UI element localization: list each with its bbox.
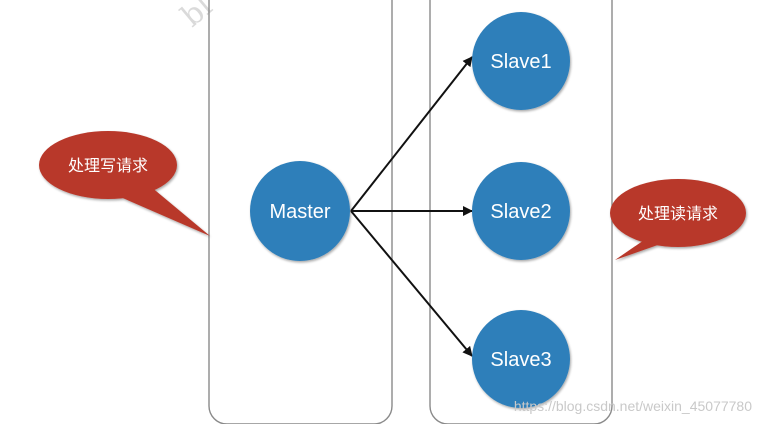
master-group-box <box>208 0 393 424</box>
arrow-master-to-slave1 <box>350 56 473 212</box>
slave3-node-label: Slave3 <box>490 349 551 371</box>
arrow-master-to-slave3 <box>350 210 473 357</box>
slave1-node <box>472 12 570 110</box>
watermark-url: https://blog.csdn.net/weixin_45077780 <box>514 398 752 414</box>
slave3-node <box>472 310 570 408</box>
watermark-top: bl <box>175 0 220 34</box>
read-callout-bubble <box>610 179 746 260</box>
slave-group-box <box>429 0 613 424</box>
slave1-node-label: Slave1 <box>490 51 551 73</box>
master-node-label: Master <box>269 201 330 223</box>
master-node <box>250 161 350 261</box>
write-callout-label: 处理写请求 <box>68 156 148 175</box>
slave2-node <box>472 162 570 260</box>
slave2-node-label: Slave2 <box>490 201 551 223</box>
read-callout-label: 处理读请求 <box>638 204 718 223</box>
write-callout-bubble <box>39 131 210 236</box>
